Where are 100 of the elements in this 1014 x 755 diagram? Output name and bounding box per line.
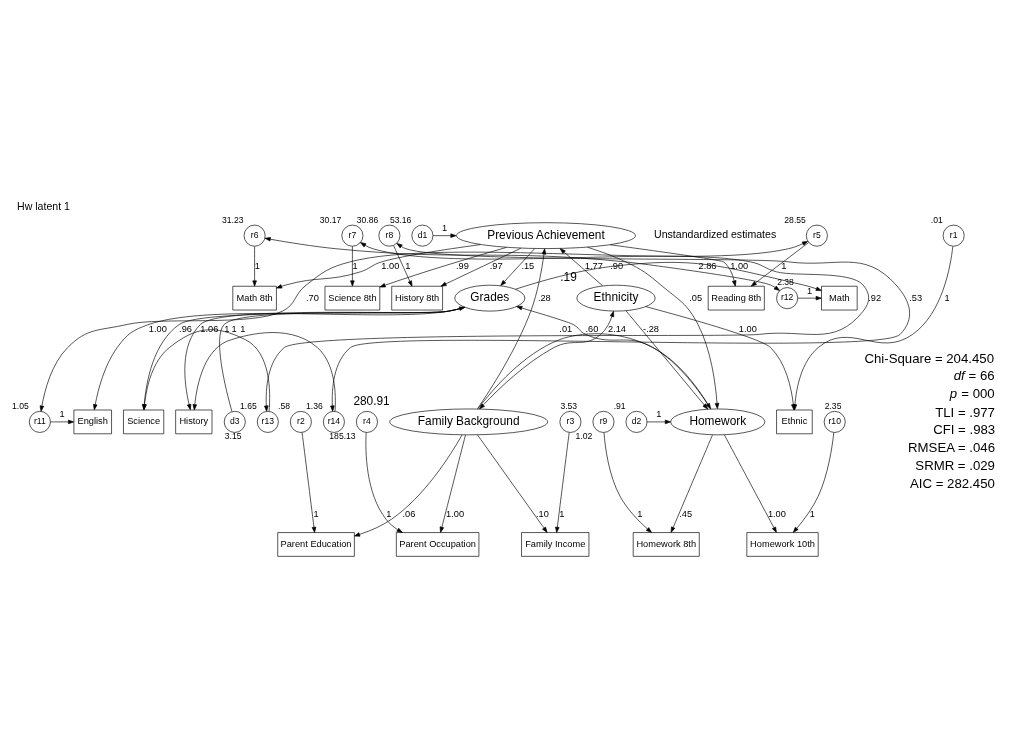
arrow (603, 432, 652, 533)
arrow (264, 237, 780, 291)
edge-label: 1 (809, 508, 815, 519)
edge-label: 1 (254, 261, 260, 272)
arrow (792, 432, 835, 533)
edge-label: 1 (224, 323, 230, 334)
label: SRMR = .029 (915, 458, 995, 474)
label: df = 66 (953, 368, 995, 384)
edge-label: .90 (610, 261, 624, 272)
edge-label: .06 (402, 508, 416, 519)
edge-label: .92 (868, 292, 882, 303)
edge-label: 1.77 (584, 261, 603, 272)
node-label: 3.53 (560, 400, 578, 411)
edge-label: .10 (535, 508, 549, 519)
node-circle: r9 (592, 411, 615, 433)
arrow (559, 248, 603, 287)
edge-label: 1.06 (200, 323, 219, 334)
node-box: Math 8th (232, 285, 277, 311)
arrow (750, 242, 809, 287)
node-circle: r3 (559, 411, 582, 433)
arrow (477, 434, 548, 533)
node-circle: r7 (341, 224, 364, 247)
node-circle: r13 (256, 411, 279, 433)
node-box: Reading 8th (707, 285, 765, 311)
edge-label: .15 (521, 261, 535, 272)
arrow (479, 310, 615, 410)
edge-label: 1 (637, 508, 643, 519)
arrow (142, 329, 270, 412)
arrow (646, 419, 671, 425)
edge-label: .99 (455, 261, 469, 272)
node-circle: r4 (356, 411, 378, 433)
node-circle: d3 (223, 411, 246, 433)
edge-label: 2.86 (698, 261, 717, 272)
arrow (625, 310, 708, 410)
node-label: .91 (613, 400, 626, 411)
arrow (192, 332, 336, 412)
arrow (515, 262, 822, 291)
edge-label: 1 (313, 508, 319, 519)
edge-label: .96 (179, 323, 192, 334)
arrow (500, 248, 535, 286)
node-label: 1.05 (12, 400, 29, 411)
arrow (301, 432, 317, 533)
node-ellipse: Previous Achievement (456, 222, 636, 249)
node-label: 31.23 (222, 214, 244, 225)
node-ellipse: Family Background (389, 408, 548, 436)
edge-label: 1 (781, 261, 787, 272)
node-label: 53.16 (389, 214, 412, 225)
edge-label: 1 (231, 323, 237, 334)
edge-label: .97 (489, 261, 503, 272)
arrow (350, 246, 355, 287)
arrow (797, 295, 822, 301)
edge-label: 1 (559, 508, 565, 519)
edge-label: 1 (352, 261, 358, 272)
node-circle: r1 (942, 224, 965, 247)
edge-label: 1 (807, 285, 813, 296)
arrow (379, 247, 507, 288)
node-label: 1.02 (575, 431, 593, 442)
edge-label: 1 (59, 409, 65, 420)
edge-label: .01 (559, 323, 573, 334)
arrow (587, 246, 720, 409)
edge-label: 1 (944, 292, 950, 303)
node-label: 1.36 (306, 400, 323, 411)
edge-label: .28 (537, 292, 551, 303)
node-label: 185.13 (329, 431, 356, 442)
node-label: .01 (930, 214, 943, 225)
node-ellipse: Ethnicity (576, 284, 656, 312)
node-box: History 8th (391, 285, 443, 311)
node-circle: r6 (243, 224, 266, 247)
node-circle: r12 (776, 287, 799, 310)
arrow (393, 245, 413, 287)
node-box: Parent Occupation (396, 532, 480, 557)
edge-label: 1 (405, 261, 411, 272)
edge-label: .45 (679, 508, 693, 519)
label: RMSEA = .046 (908, 440, 996, 456)
edge-label: 1.00 (730, 261, 749, 272)
edge-label: 1 (240, 323, 246, 334)
node-label: 30.86 (356, 214, 379, 225)
label: Chi-Square = 204.450 (864, 351, 995, 367)
node-circle: r14 (323, 411, 345, 433)
node-box: History (175, 409, 213, 435)
node-ellipse: Homework (670, 408, 766, 436)
edge-label: 1 (386, 508, 392, 519)
arrow (365, 432, 403, 533)
node-label: 1.65 (239, 400, 257, 411)
node-circle: r2 (289, 411, 312, 433)
node-circle: d2 (625, 411, 648, 433)
node-label: 2.35 (824, 400, 842, 411)
node-box: Family Income (521, 532, 590, 557)
node-label: .58 (278, 400, 290, 411)
arrow (724, 434, 777, 533)
node-circle: d1 (411, 224, 434, 247)
edge-label: 1.00 (767, 508, 786, 519)
node-box: Homework 10th (746, 532, 819, 557)
node-label: 3.15 (224, 431, 242, 442)
arrow (440, 247, 522, 287)
arrow (555, 432, 570, 533)
node-box: Science (123, 409, 165, 435)
edge-label: .70 (305, 292, 319, 303)
arrow (252, 246, 257, 287)
edge-label: 2.14 (608, 323, 627, 334)
